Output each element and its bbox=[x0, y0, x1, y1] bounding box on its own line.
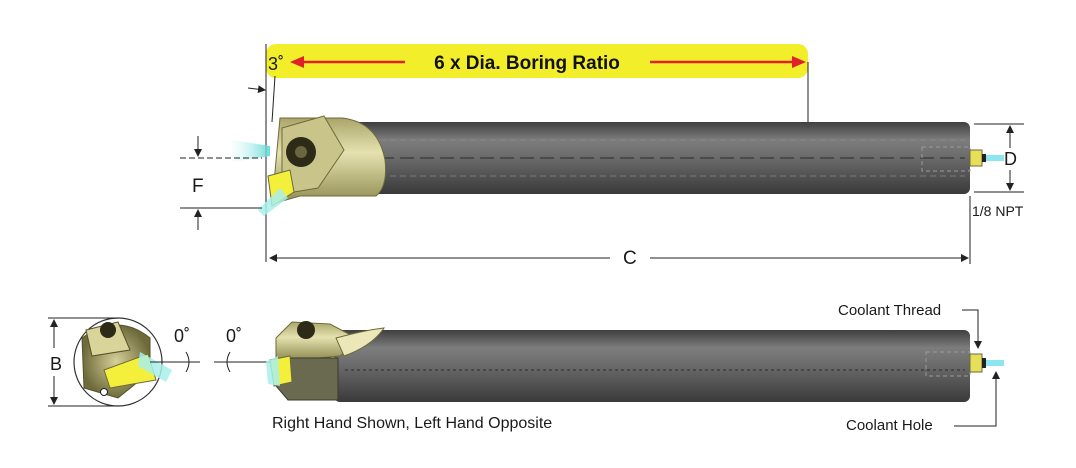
clamp-screw-socket-icon bbox=[295, 146, 307, 158]
coolant-fitting-top bbox=[969, 149, 983, 167]
hand-note: Right Hand Shown, Left Hand Opposite bbox=[272, 415, 552, 432]
c-dim-label: C bbox=[623, 248, 637, 269]
coolant-fitting-side bbox=[969, 353, 983, 373]
banner-text: 6 x Dia. Boring Ratio bbox=[434, 53, 620, 74]
coolant-spray-upper bbox=[232, 140, 270, 162]
lead-angle-arrow bbox=[247, 85, 266, 94]
end-view-rake-arc bbox=[185, 351, 190, 373]
coolant-spray-lower bbox=[258, 188, 288, 216]
banner-arrowhead-left bbox=[290, 56, 304, 68]
end-view bbox=[73, 317, 172, 407]
coolant-fitting-thread-top bbox=[982, 154, 986, 162]
side-view-chip-flute bbox=[335, 327, 386, 357]
lead-angle-label: 3˚ bbox=[268, 54, 284, 74]
side-view-screw bbox=[297, 321, 315, 339]
shank-side-view bbox=[334, 330, 970, 402]
coolant-fitting-thread-side bbox=[982, 358, 986, 368]
boring-ratio-banner: 6 x Dia. Boring Ratio bbox=[266, 44, 808, 78]
end-view-coolant-hole-icon bbox=[100, 388, 108, 396]
banner-arrowhead-right bbox=[792, 56, 806, 68]
coolant-hole-leader bbox=[954, 371, 1000, 427]
end-view-angle-label: 0˚ bbox=[174, 326, 190, 346]
coolant-thread-label: Coolant Thread bbox=[838, 302, 941, 319]
lead-angle-line bbox=[271, 75, 276, 123]
b-dim-label: B bbox=[50, 354, 62, 374]
npt-label: 1/8 NPT bbox=[972, 203, 1024, 219]
coolant-thread-leader bbox=[962, 309, 982, 349]
coolant-stream-top bbox=[986, 155, 1004, 161]
banner-background bbox=[266, 44, 808, 78]
side-view-angle-label: 0˚ bbox=[226, 326, 242, 346]
f-dim-label: F bbox=[192, 176, 204, 197]
end-view-screw bbox=[100, 322, 116, 338]
end-view-coolant-spray bbox=[138, 352, 172, 382]
coolant-stream-side bbox=[986, 360, 1004, 366]
side-view-coolant-spray bbox=[266, 356, 280, 386]
coolant-hole-label: Coolant Hole bbox=[846, 417, 933, 434]
d-dim-label: D bbox=[1004, 149, 1017, 169]
side-view-rake-arc bbox=[226, 351, 231, 373]
